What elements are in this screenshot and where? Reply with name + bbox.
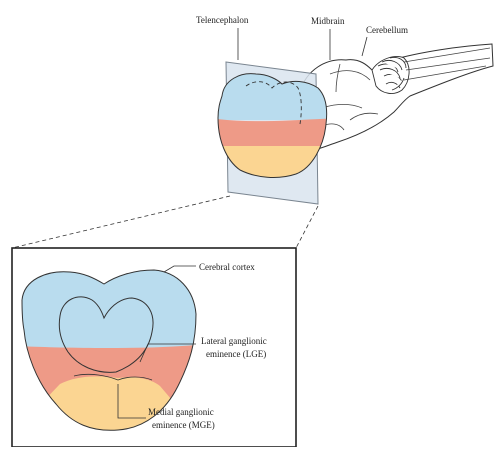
label-lge-line2: eminence (LGE) <box>206 349 266 359</box>
projection-line-right <box>296 206 318 248</box>
label-cerebral-cortex: Cerebral cortex <box>199 262 255 272</box>
label-cerebellum: Cerebellum <box>366 25 408 35</box>
cerebellum-coils <box>372 57 409 94</box>
label-midbrain: Midbrain <box>311 16 345 26</box>
label-mge-line2: eminence (MGE) <box>152 420 215 430</box>
label-mge-line1: Medial ganglionic <box>148 407 214 417</box>
label-telencephalon: Telencephalon <box>196 15 249 25</box>
label-lge-line1: Lateral ganglionic <box>201 336 267 346</box>
leader-cerebellum <box>362 37 367 56</box>
projection-line-left <box>12 196 230 248</box>
